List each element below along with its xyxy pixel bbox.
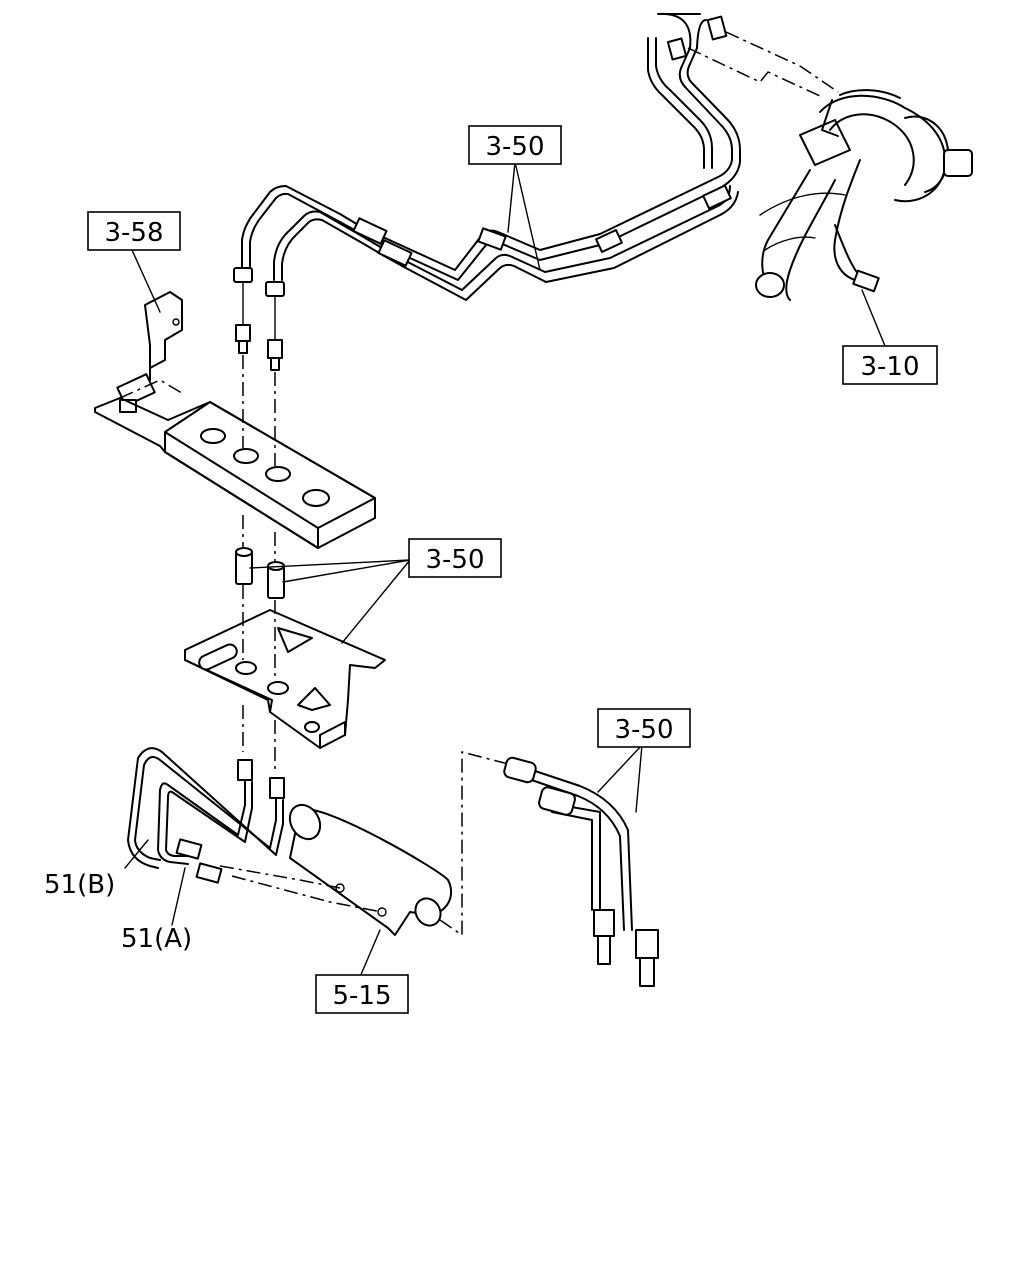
sensor-bracket xyxy=(116,291,183,413)
callout-3-50-upper[interactable]: 3-50 xyxy=(468,125,562,165)
right-side-hoses xyxy=(439,751,659,987)
callout-3-58[interactable]: 3-58 xyxy=(87,211,181,251)
master-cylinder-assembly xyxy=(755,89,973,301)
upper-brake-pipes xyxy=(241,12,839,301)
callout-5-15[interactable]: 5-15 xyxy=(315,974,409,1014)
callout-5-15-text: 5-15 xyxy=(332,981,391,1011)
part-label-51b[interactable]: 51(B) xyxy=(44,870,115,900)
callout-3-50-middle-text: 3-50 xyxy=(425,545,484,575)
junction-block xyxy=(94,379,376,549)
callout-3-50-middle[interactable]: 3-50 xyxy=(408,538,502,578)
pipe-support-clip xyxy=(288,803,453,936)
callout-3-50-lower[interactable]: 3-50 xyxy=(597,708,691,748)
leader-lines xyxy=(124,161,886,978)
part-label-51a[interactable]: 51(A) xyxy=(121,924,192,954)
lower-brake-pipes xyxy=(127,747,383,913)
callout-3-50-lower-text: 3-50 xyxy=(614,715,673,745)
callout-3-10-text: 3-10 xyxy=(860,352,919,382)
spacer-nuts xyxy=(235,547,285,599)
callout-3-58-text: 3-58 xyxy=(104,218,163,248)
callout-3-10[interactable]: 3-10 xyxy=(842,345,938,385)
upper-pipe-fittings xyxy=(233,267,285,371)
callout-3-50-upper-text: 3-50 xyxy=(485,132,544,162)
lower-bracket xyxy=(184,609,386,749)
